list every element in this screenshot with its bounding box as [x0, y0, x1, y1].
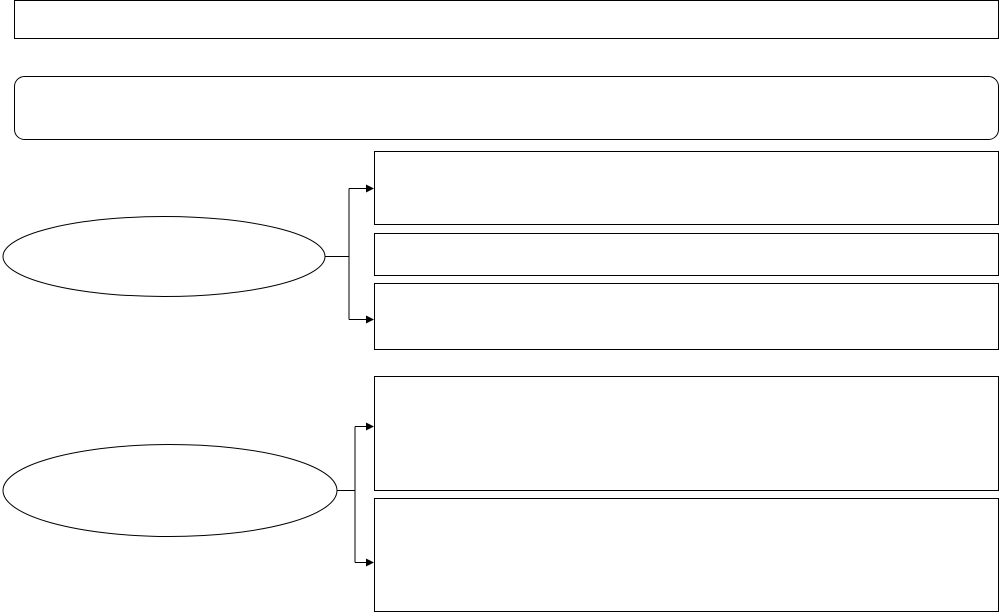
group-1-node: [2, 216, 326, 297]
summary-box: [14, 76, 999, 140]
group-1-target-2: [374, 233, 999, 276]
group-2-target-2: [374, 498, 999, 612]
group-1-target-1: [374, 151, 999, 225]
group-2-target-1: [374, 376, 999, 491]
group-1-target-3: [374, 283, 999, 350]
group-2-node: [2, 444, 338, 537]
header-box: [14, 0, 999, 39]
